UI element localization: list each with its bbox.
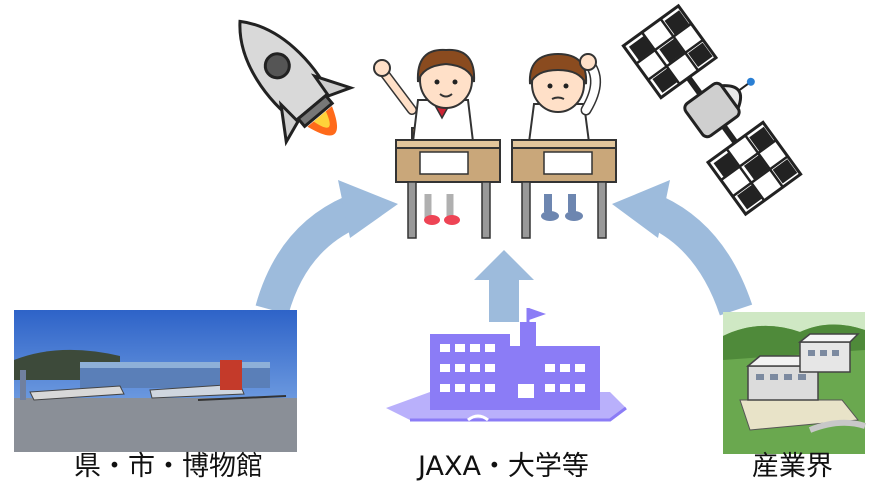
label-jaxa-university: JAXA・大学等	[418, 451, 589, 482]
students-at-desks-illustration	[373, 48, 617, 239]
label-prefecture-city-museum: 県・市・博物館	[74, 451, 263, 482]
boy-student	[526, 52, 601, 151]
solar-panel-top	[621, 3, 719, 100]
desk-left	[395, 139, 501, 239]
arrow-center-head	[474, 250, 534, 280]
label-industry: 産業界	[752, 451, 833, 482]
girl-student	[373, 48, 476, 151]
arrow-right-head	[612, 180, 670, 238]
arrow-left	[255, 196, 360, 315]
arrow-right	[648, 196, 753, 316]
solar-panel-bottom	[705, 120, 803, 217]
arrow-center	[489, 280, 519, 322]
museum-photo	[14, 310, 297, 452]
desk-right	[511, 139, 617, 239]
flow-arrows	[255, 180, 753, 322]
school-building-icon	[386, 308, 627, 422]
rocket-icon	[238, 19, 356, 147]
arrow-left-head	[338, 180, 398, 238]
factory-illustration	[723, 312, 866, 454]
satellite-icon	[621, 3, 803, 217]
